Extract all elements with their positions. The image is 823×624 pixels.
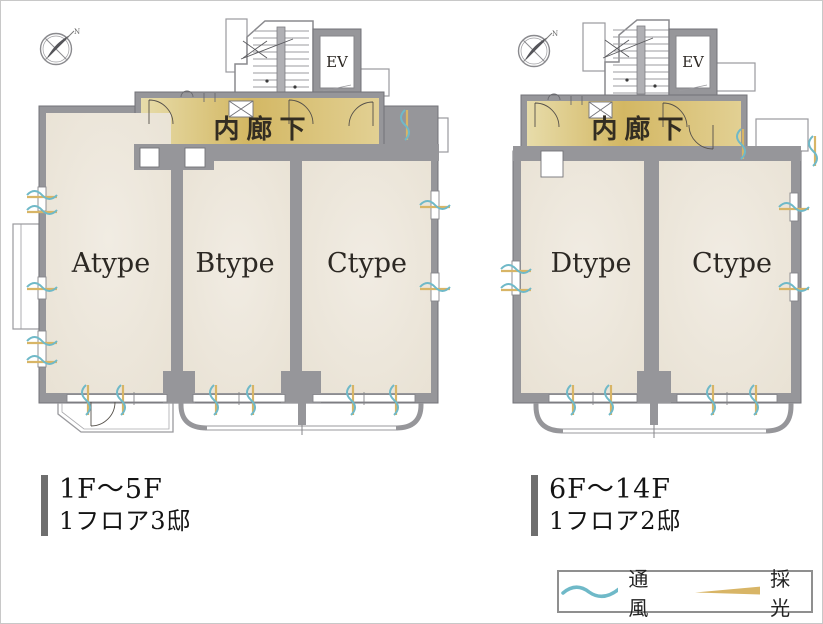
elevator-label: EV <box>326 53 349 71</box>
pipe-space <box>228 100 254 118</box>
room-dtype <box>521 159 644 393</box>
inner-corridor <box>520 94 748 152</box>
floor-range-label: 6F〜14F <box>549 474 672 505</box>
right-plan: N <box>499 19 819 438</box>
pipe-space <box>588 101 613 119</box>
caption-bar <box>531 475 538 536</box>
daylight-label: 採光 <box>770 566 793 620</box>
units-per-floor-label: 1フロア2邸 <box>549 507 682 536</box>
balconies <box>57 403 424 435</box>
inner-corridor <box>134 91 385 149</box>
balcony-door <box>90 401 116 427</box>
room-ctype <box>302 161 431 393</box>
corridor-doors <box>148 90 374 127</box>
compass-icon: N <box>517 30 558 68</box>
bottom-windows <box>548 392 778 405</box>
room-btype <box>183 161 290 393</box>
left-plan-caption: 1F〜5F 1フロア3邸 <box>41 475 192 536</box>
legend: 通風 採光 <box>557 567 813 620</box>
corridor-label: 内廊下 <box>591 114 690 145</box>
caption-bar <box>41 475 48 536</box>
exterior-outlines <box>582 22 809 152</box>
units-per-floor-label: 1フロア3邸 <box>59 507 192 536</box>
room-label-btype: Btype <box>195 248 274 279</box>
elevator: EV <box>312 28 362 100</box>
stair-direction-mark <box>240 38 294 60</box>
compass-north-label: N <box>74 28 80 36</box>
corridor-doors <box>534 93 714 150</box>
room-label-dtype: Dtype <box>550 248 631 279</box>
compass-north-label: N <box>552 30 558 38</box>
daylight-taper-icon <box>695 586 761 594</box>
left-plan: N <box>12 18 452 435</box>
stairwell <box>234 20 314 102</box>
bottom-windows <box>66 392 416 405</box>
balconies <box>533 403 794 438</box>
compass-icon: N <box>39 28 80 66</box>
room-label-atype: Atype <box>71 248 150 279</box>
elevator-label: EV <box>682 53 705 71</box>
stairwell <box>602 19 670 100</box>
ventilation-wave-icon <box>561 585 619 598</box>
right-plan-caption: 6F〜14F 1フロア2邸 <box>531 475 682 536</box>
room-label-ctype: Ctype <box>327 248 407 279</box>
corridor-label: 内廊下 <box>213 114 312 145</box>
elevator: EV <box>668 28 718 100</box>
service-walls <box>513 146 801 403</box>
room-label-ctype: Ctype <box>692 248 772 279</box>
ventilation-label: 通風 <box>628 566 651 620</box>
floor-range-label: 1F〜5F <box>59 474 163 505</box>
stair-direction-mark <box>602 37 654 59</box>
room-ctype <box>659 159 791 393</box>
